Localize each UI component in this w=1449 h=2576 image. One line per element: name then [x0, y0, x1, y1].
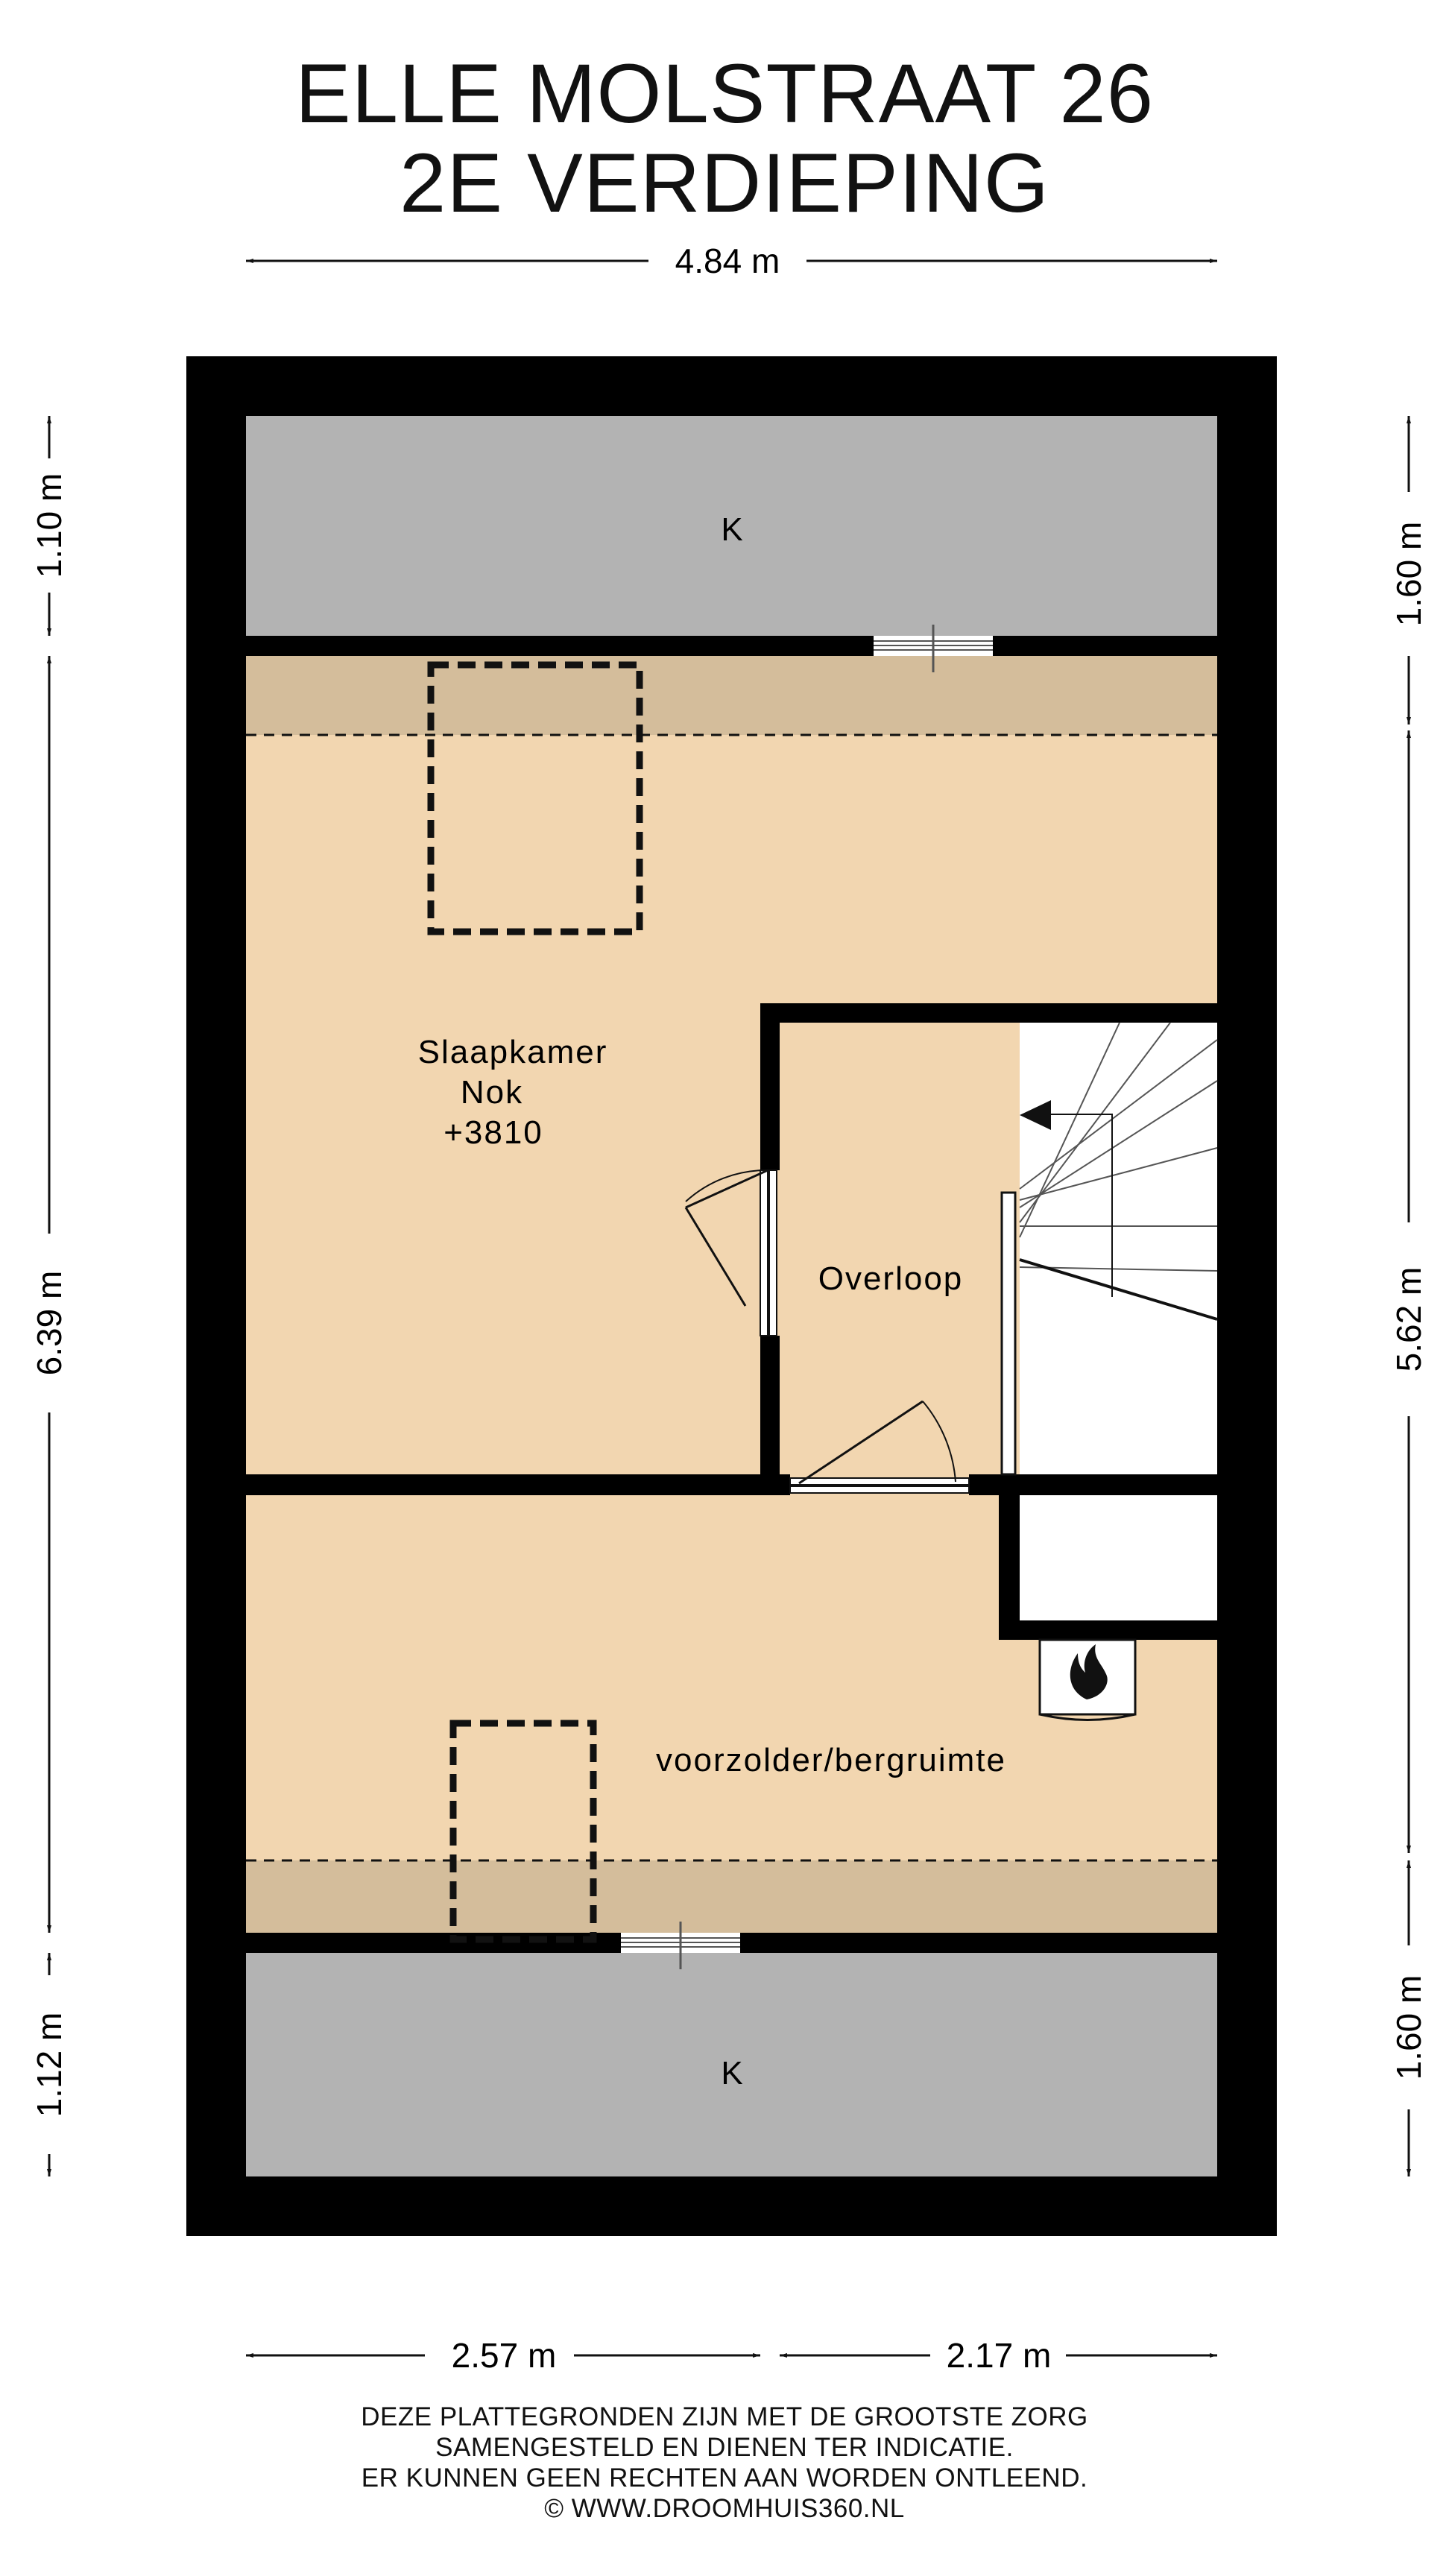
stair-railing	[1000, 1191, 1017, 1476]
dimension-top-label: 4.84 m	[675, 242, 780, 280]
window-bottom	[621, 1922, 740, 1969]
disclaimer-copyright: © WWW.DROOMHUIS360.NL	[544, 2494, 905, 2523]
knee-wall-zone-bottom	[246, 1953, 1217, 2176]
dimension-right-bottom-label: 1.60 m	[1389, 1975, 1428, 2080]
bedroom-ridge-height: +3810	[443, 1114, 543, 1151]
skylight-top	[427, 661, 643, 935]
disclaimer: DEZE PLATTEGRONDEN ZIJN MET DE GROOTSTE …	[0, 2402, 1449, 2524]
stair-arrow	[1020, 1100, 1051, 1130]
dimension-left-middle-label: 6.39 m	[30, 1271, 69, 1376]
low-ceiling-strip-bottom	[246, 1860, 1217, 1933]
dimension-bottom-right-label: 2.17 m	[947, 2336, 1052, 2375]
bedroom-name: Slaapkamer	[418, 1034, 608, 1070]
fireplace-icon	[1038, 1638, 1137, 1721]
plan-title-floor: 2E VERDIEPING	[400, 136, 1049, 230]
landing-area	[775, 1023, 1012, 1480]
dimension-bottom-left-label: 2.57 m	[452, 2336, 557, 2375]
disclaimer-line: SAMENGESTELD EN DIENEN TER INDICATIE.	[435, 2433, 1014, 2462]
low-ceiling-strip-top	[246, 656, 1217, 735]
dimension-left-bottom-label: 1.12 m	[30, 2012, 69, 2118]
bedroom-ridge-label: Nok	[461, 1074, 523, 1111]
disclaimer-line: ER KUNNEN GEEN RECHTEN AAN WORDEN ONTLEE…	[361, 2463, 1088, 2493]
dimension-top: 4.84 m	[246, 242, 1217, 280]
disclaimer-line: DEZE PLATTEGRONDEN ZIJN MET DE GROOTSTE …	[361, 2402, 1088, 2431]
storage-label: voorzolder/bergruimte	[656, 1742, 1006, 1778]
plan-title-address: ELLE MOLSTRAAT 26	[295, 47, 1154, 140]
dimension-right-top-label: 1.60 m	[1389, 522, 1428, 627]
knee-wall-zone-top	[246, 416, 1217, 636]
landing-label: Overloop	[818, 1260, 964, 1297]
door-landing	[789, 1400, 970, 1495]
stairs	[1019, 1022, 1218, 1321]
dimension-right-middle-label: 5.62 m	[1389, 1267, 1428, 1372]
dimension-left-top-label: 1.10 m	[30, 473, 69, 578]
knee-wall-label-bottom: K	[721, 2055, 742, 2092]
skylight-bottom	[449, 1720, 597, 1943]
door-bedroom	[684, 1169, 780, 1336]
stairwell	[1020, 1023, 1217, 1620]
knee-wall-label-top: K	[721, 511, 742, 548]
window-top	[874, 625, 993, 672]
